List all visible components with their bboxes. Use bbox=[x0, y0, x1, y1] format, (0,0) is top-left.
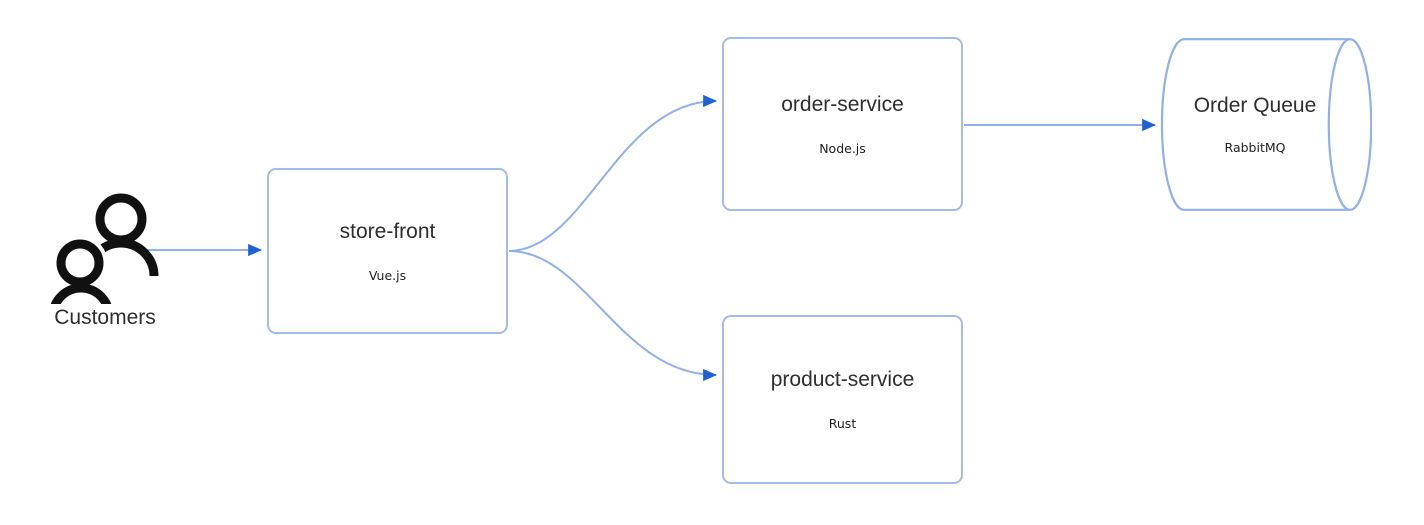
node-store-front[interactable]: store-front Vue.js bbox=[267, 168, 508, 334]
node-store-front-subtitle: Vue.js bbox=[368, 267, 407, 283]
two-people-icon bbox=[48, 193, 159, 304]
node-store-front-title: store-front bbox=[339, 219, 436, 243]
node-order-service[interactable]: order-service Node.js bbox=[722, 37, 963, 211]
cylinder-shape bbox=[1160, 38, 1372, 211]
node-order-queue-subtitle: RabbitMQ bbox=[1224, 140, 1286, 156]
node-product-service-title: product-service bbox=[770, 368, 915, 392]
node-order-queue-text: Order Queue RabbitMQ bbox=[1160, 38, 1350, 211]
node-product-service-subtitle: Rust bbox=[828, 416, 857, 432]
node-order-service-subtitle: Node.js bbox=[819, 140, 866, 156]
node-order-queue-title: Order Queue bbox=[1193, 94, 1317, 118]
edge-store-front-to-order-service bbox=[508, 94, 718, 252]
node-order-queue[interactable]: Order Queue RabbitMQ bbox=[1160, 38, 1372, 211]
actor-label: Customers bbox=[54, 306, 156, 329]
edge-store-front-to-product-service bbox=[508, 250, 718, 382]
node-order-service-title: order-service bbox=[781, 92, 904, 116]
node-product-service[interactable]: product-service Rust bbox=[722, 315, 963, 484]
actor-customers[interactable]: Customers bbox=[25, 186, 185, 336]
